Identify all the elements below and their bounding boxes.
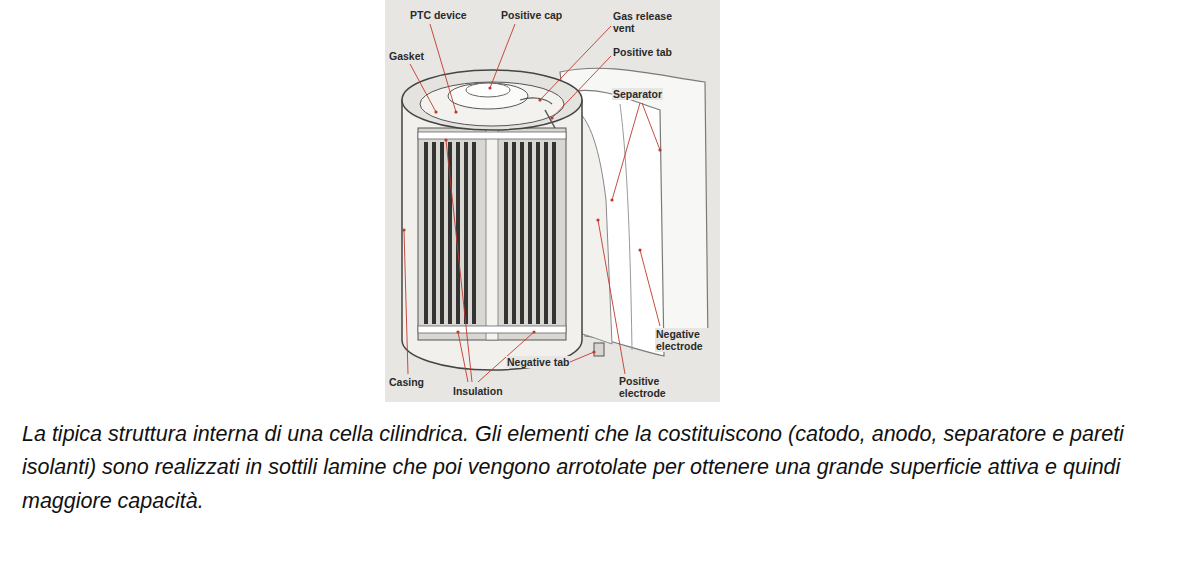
part-label: PTC device <box>409 9 468 21</box>
part-label: Separator <box>612 88 663 100</box>
figure-ground <box>385 0 720 402</box>
gasket <box>420 82 564 126</box>
sheet-fold <box>620 104 632 350</box>
negative-tab <box>594 343 604 356</box>
part-label: Positive cap <box>500 9 563 21</box>
part-label: Positive tab <box>612 46 673 58</box>
cut-section <box>418 128 566 340</box>
windings <box>424 142 556 324</box>
leader-lines <box>404 24 660 382</box>
positive-cap <box>448 83 528 109</box>
part-label: Gas release vent <box>612 10 676 34</box>
part-label: Casing <box>388 376 425 388</box>
leader-dots <box>402 86 661 353</box>
positive-tab <box>545 110 555 128</box>
vent <box>520 98 552 104</box>
top-insulation <box>418 132 566 139</box>
figure-caption: La tipica struttura interna di una cella… <box>22 418 1187 518</box>
part-label: Insulation <box>452 385 504 397</box>
bottom-insulation <box>418 326 566 333</box>
part-label: Gasket <box>388 50 425 62</box>
casing <box>402 100 582 370</box>
part-label: Negative electrode <box>655 328 719 352</box>
cap-top <box>466 83 510 97</box>
core <box>486 128 498 340</box>
part-label: Positive electrode <box>618 375 682 399</box>
part-label: Negative tab <box>506 356 570 368</box>
